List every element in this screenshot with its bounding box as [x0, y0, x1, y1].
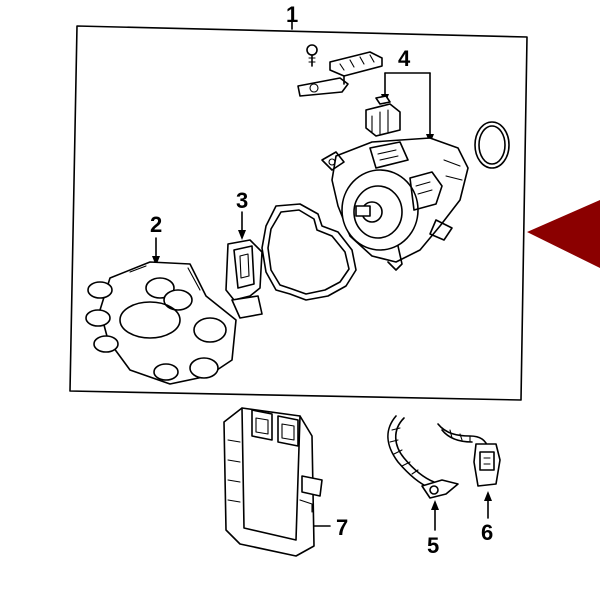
leader-6 — [484, 491, 492, 519]
callout-3: 3 — [236, 188, 248, 213]
leader-4 — [381, 72, 434, 144]
sensor-part-5 — [387, 415, 459, 499]
gasket-part — [261, 203, 357, 301]
leader-5 — [431, 500, 439, 531]
distributor-housing-part — [321, 137, 469, 271]
leader-3 — [238, 211, 246, 240]
red-triangle-pointer-icon — [527, 200, 600, 268]
callout-4: 4 — [398, 46, 411, 71]
callout-6: 6 — [481, 520, 493, 545]
leader-2 — [152, 237, 160, 266]
wire-bracket-part — [297, 51, 383, 97]
o-ring-part — [474, 121, 510, 169]
callout-7: 7 — [336, 515, 348, 540]
ignitor-module-part-7 — [223, 407, 323, 557]
distributor-cap-part-2 — [85, 261, 237, 385]
screw-part — [306, 44, 318, 67]
callout-1: 1 — [286, 2, 298, 27]
callout-5: 5 — [427, 533, 439, 558]
assembly-frame — [69, 25, 528, 401]
callout-2: 2 — [150, 212, 162, 237]
pickup-module-part-3 — [225, 239, 263, 319]
sensor-part-6 — [437, 423, 501, 487]
connector-part-4 — [365, 95, 401, 137]
